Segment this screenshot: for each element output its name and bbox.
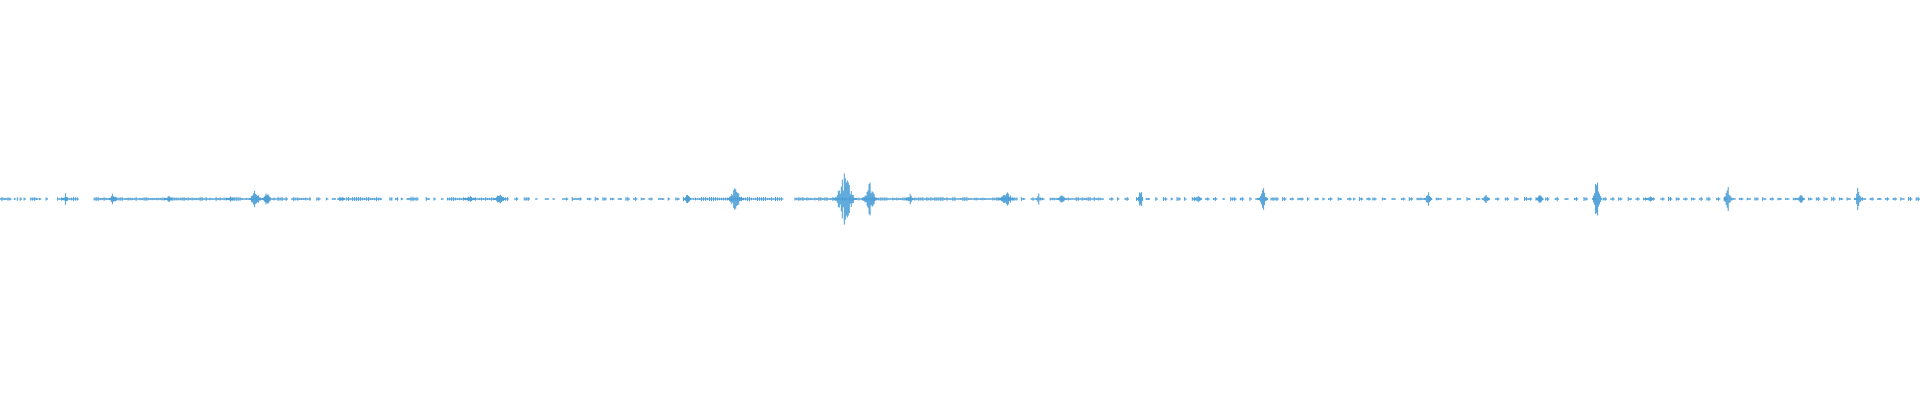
waveform-burst (832, 173, 857, 225)
waveform-burst (1137, 192, 1144, 206)
waveform-burst (997, 192, 1014, 206)
waveform-burst (905, 193, 914, 205)
waveform-burst (164, 195, 173, 203)
waveform-burst (226, 196, 235, 202)
waveform-burst (1193, 195, 1202, 203)
waveform-burst (108, 193, 117, 205)
waveform-burst (249, 190, 262, 208)
waveform-burst (683, 194, 691, 204)
waveform-burst (464, 196, 477, 202)
waveform-burst (1481, 195, 1490, 203)
waveform-burst (1644, 196, 1653, 202)
waveform-burst (337, 197, 346, 201)
waveform-burst (1057, 195, 1066, 203)
waveform-burst (1723, 187, 1732, 211)
waveform-burst (61, 193, 68, 205)
waveform-burst (1035, 193, 1042, 205)
waveform-burst (1535, 195, 1544, 203)
waveform-burst (1796, 195, 1805, 203)
waveform-burst (492, 194, 505, 204)
waveform-burst (1592, 182, 1603, 216)
waveform-burst (1258, 188, 1269, 210)
waveform-burst (262, 193, 271, 205)
waveform-burst (1424, 192, 1433, 206)
waveform-burst (861, 182, 878, 216)
waveform-burst (1854, 188, 1863, 210)
waveform-burst (727, 188, 744, 210)
